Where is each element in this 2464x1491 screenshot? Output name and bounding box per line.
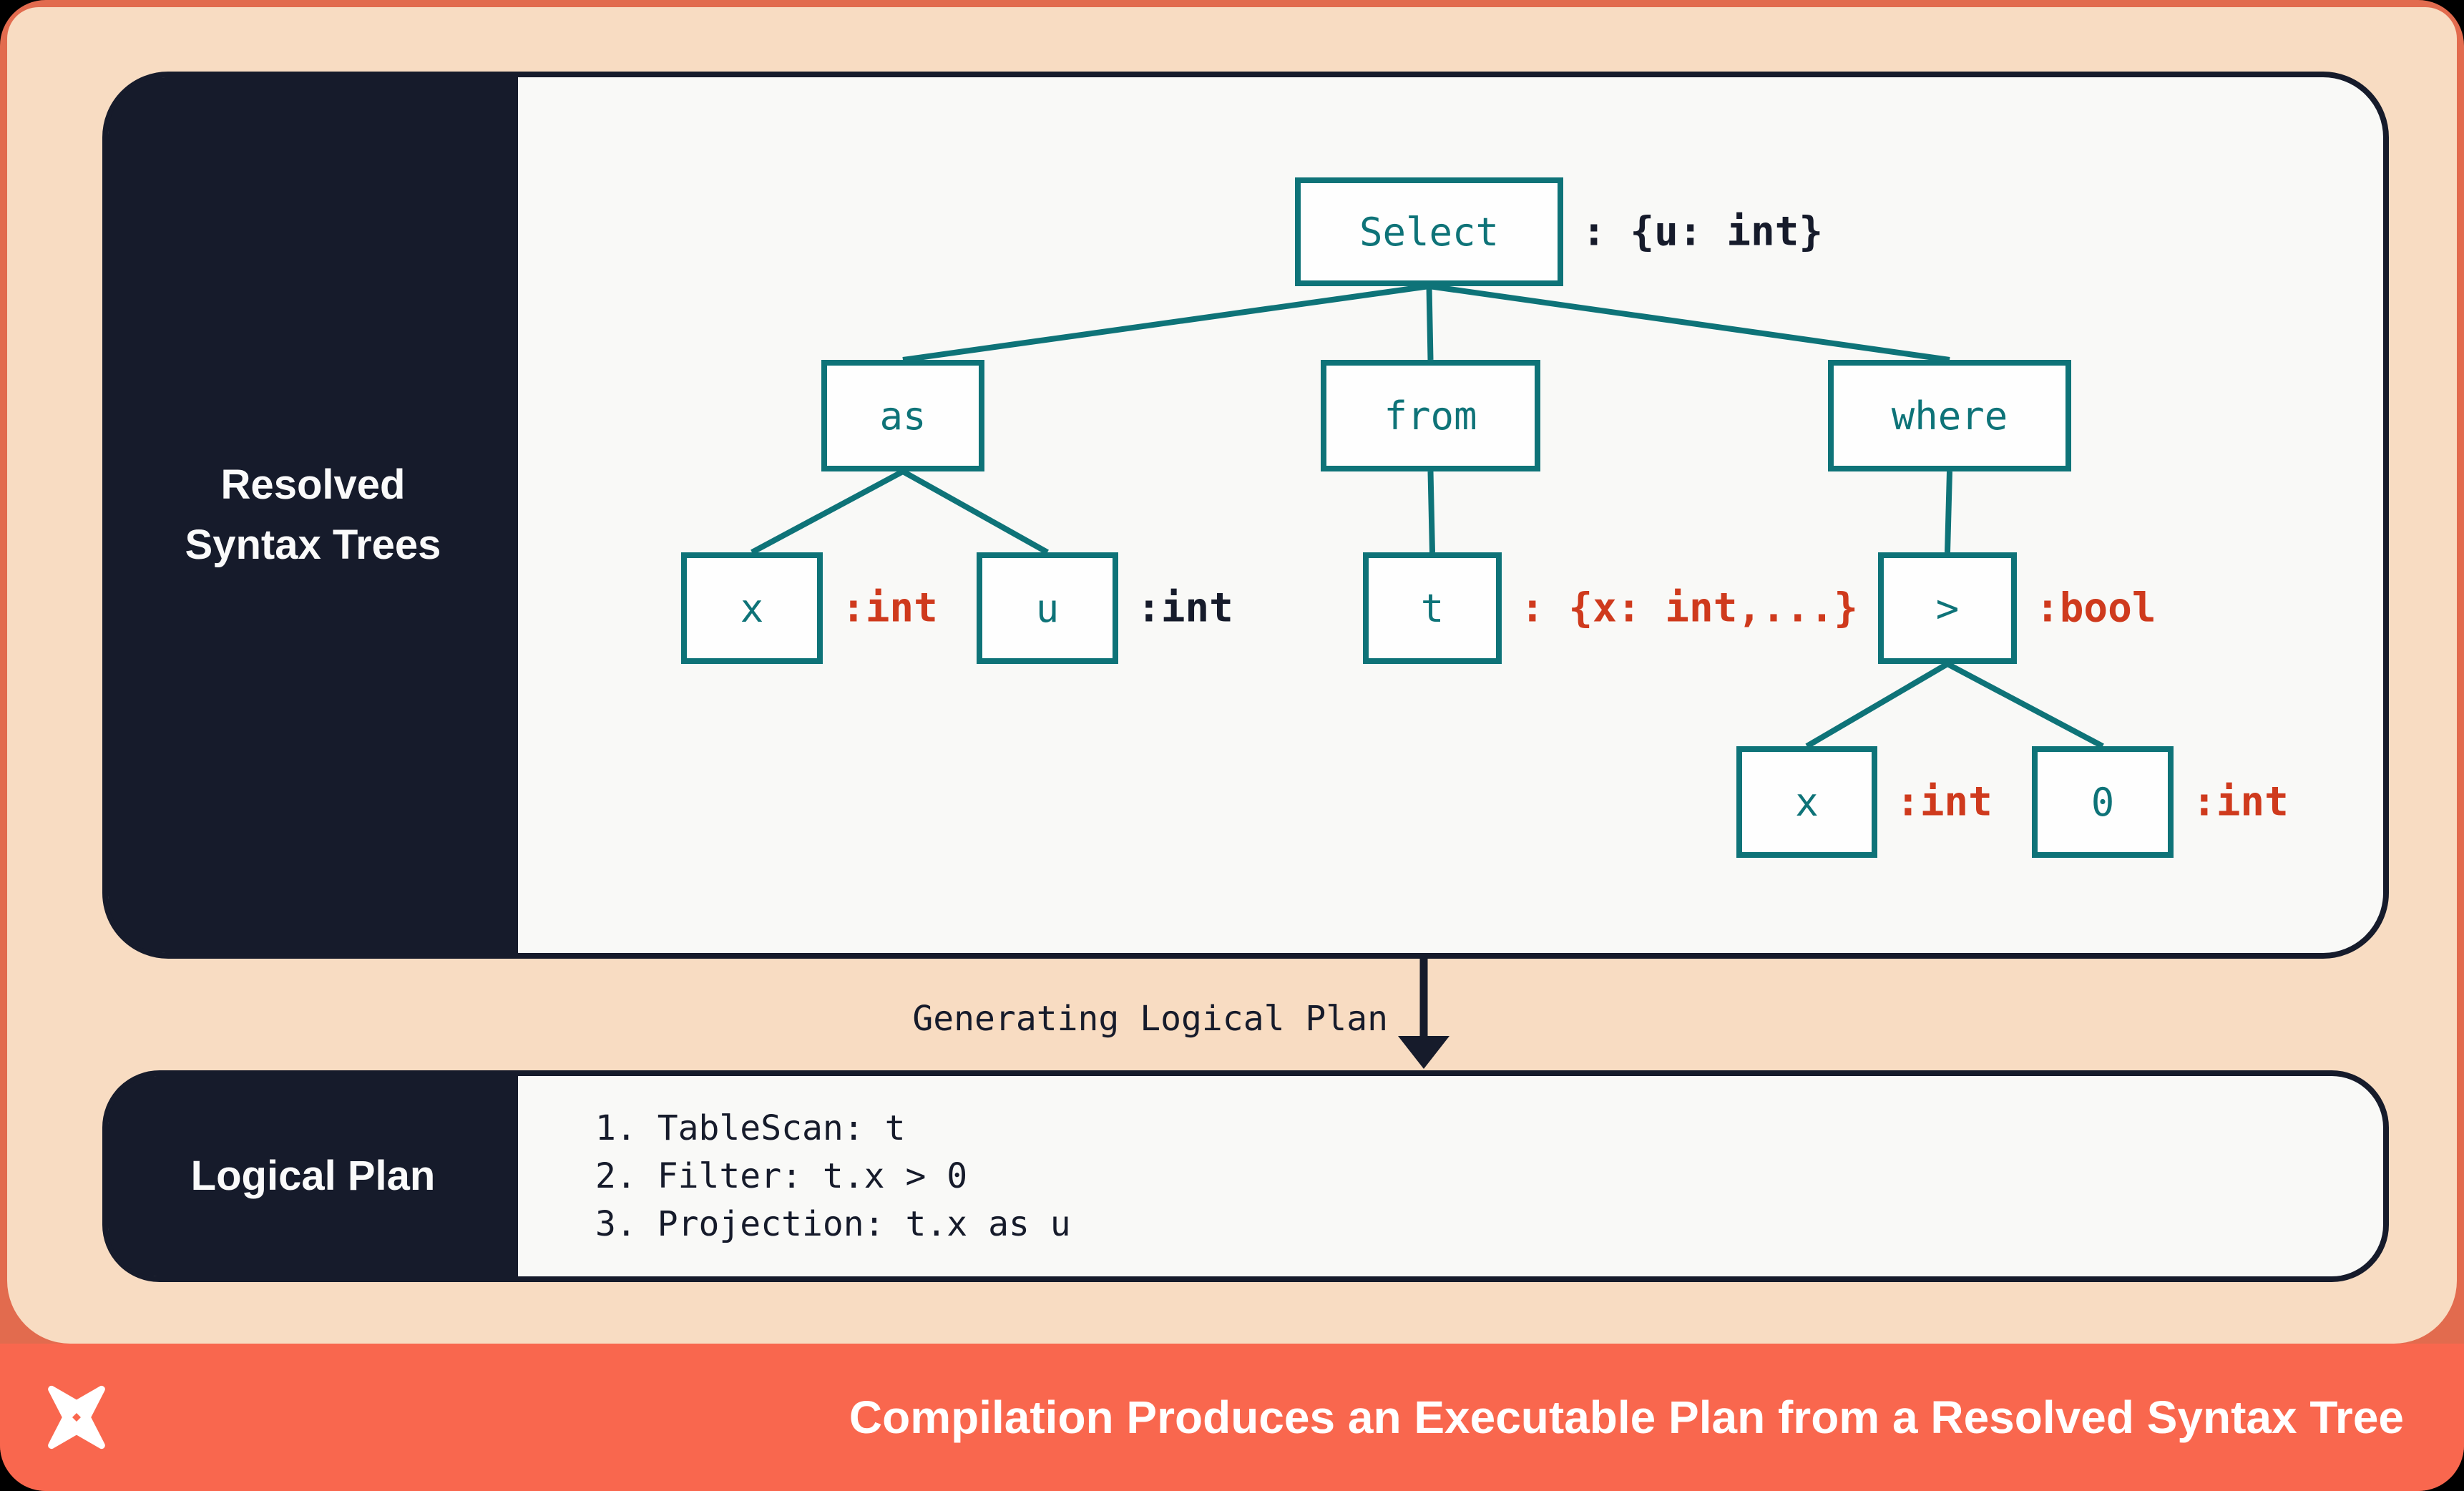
node-label-as: as (879, 393, 927, 439)
pinwheel-logo-icon (48, 1385, 105, 1450)
resolved-syntax-trees-panel: Resolved Syntax Trees (102, 72, 2389, 959)
logical-plan-panel: Logical Plan 1. TableScan: t 2. Filter: t… (102, 1070, 2389, 1282)
resolved-panel-label-line2: Syntax Trees (185, 522, 441, 568)
tree-node-as: as (821, 360, 984, 471)
resolved-panel-sidebar: Resolved Syntax Trees (108, 77, 518, 953)
logical-plan-sidebar: Logical Plan (108, 1076, 518, 1276)
tree-node-zero: 0 (2032, 746, 2174, 858)
type-annotation-x1: :int (841, 585, 938, 632)
type-annotation-x2: :int (1896, 778, 1993, 826)
tree-node-t: t (1363, 552, 1502, 664)
plan-step-2: 2. Filter: t.x > 0 (595, 1155, 968, 1196)
tree-node-u: u (977, 552, 1118, 664)
node-label-zero: 0 (2091, 779, 2115, 825)
plan-step-1: 1. TableScan: t (595, 1108, 906, 1148)
node-label-x2: x (1795, 779, 1819, 825)
tree-node-x1: x (681, 552, 823, 664)
logical-plan-label: Logical Plan (190, 1153, 436, 1199)
type-annotation-select: : {u: int} (1582, 208, 1824, 255)
footer-bar: Compilation Produces an Executable Plan … (0, 1344, 2464, 1491)
node-label-select: Select (1359, 209, 1500, 255)
type-annotation-gt: :bool (2035, 585, 2156, 632)
logical-plan-steps: 1. TableScan: t 2. Filter: t.x > 0 3. Proj… (595, 1076, 1071, 1276)
flow-arrow-label: Generating Logical Plan (912, 999, 1388, 1039)
node-label-u: u (1035, 585, 1060, 631)
type-annotation-zero: :int (2192, 778, 2289, 826)
node-label-x1: x (740, 585, 764, 631)
node-label-where: where (1891, 393, 2008, 439)
type-annotation-u: :int (1137, 585, 1233, 632)
plan-step-3: 3. Projection: t.x as u (595, 1203, 1071, 1244)
tree-node-gt: > (1878, 552, 2017, 664)
node-label-t: t (1420, 585, 1444, 631)
tree-node-select: Select (1295, 177, 1563, 286)
type-annotation-t: : {x: int,...} (1520, 585, 1859, 632)
tree-node-from: from (1321, 360, 1540, 471)
node-label-from: from (1384, 393, 1477, 439)
node-label-gt: > (1935, 585, 1960, 631)
tree-node-x2: x (1736, 746, 1877, 858)
resolved-panel-label-line1: Resolved (220, 461, 406, 508)
tree-node-where: where (1828, 360, 2071, 471)
footer-title: Compilation Produces an Executable Plan … (849, 1392, 2404, 1443)
